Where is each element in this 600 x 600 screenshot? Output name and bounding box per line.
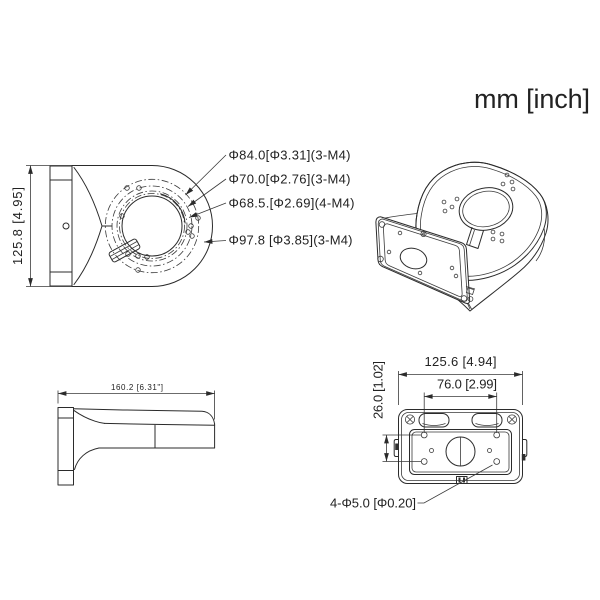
arm-fairing-lines bbox=[73, 167, 103, 285]
side-length-dimension: 160.2 [6.31"] bbox=[57, 383, 216, 420]
rear-width-dimension: 125.6 [4.94] bbox=[398, 354, 523, 405]
side-length-dim-text: 160.2 [6.31"] bbox=[111, 383, 163, 392]
camera-opening bbox=[121, 195, 183, 257]
rear-hole-spacing-dim-text: 76.0 [2.99] bbox=[437, 377, 497, 392]
diameter-callout-4: Φ97.8 [Φ3.85](3-M4) bbox=[229, 233, 353, 248]
rear-corner-screw-right bbox=[506, 414, 517, 425]
mount-body-outline bbox=[71, 165, 213, 287]
rear-clip-left bbox=[393, 439, 399, 457]
side-view: 160.2 [6.31"] bbox=[57, 383, 216, 486]
rear-corner-screw-left bbox=[404, 414, 415, 425]
rear-hole-spacing-dimension: 76.0 [2.99] bbox=[423, 377, 498, 433]
front-view: 125.8 [4.95] bbox=[10, 148, 355, 287]
rear-slot-left bbox=[418, 413, 450, 428]
plate-latch bbox=[465, 286, 476, 310]
rear-hole-offset-dim-text: 26.0 [1.02] bbox=[371, 361, 386, 419]
rear-slot-right bbox=[471, 413, 503, 428]
diameter-callouts: Φ84.0[Φ3.31](3-M4) Φ70.0[Φ2.76](3-M4) Φ6… bbox=[185, 148, 355, 248]
front-screw-holes bbox=[119, 185, 201, 273]
diameter-callout-3: Φ68.5.[Φ2.69](4-M4) bbox=[229, 196, 355, 211]
plate-screw-hole bbox=[62, 222, 70, 230]
top-opening bbox=[458, 187, 514, 231]
rear-width-dim-text: 125.6 [4.94] bbox=[425, 354, 497, 369]
mounting-plate-3d bbox=[375, 216, 476, 310]
rear-bottom-notch bbox=[456, 476, 468, 484]
plate-cable-hole bbox=[399, 247, 428, 270]
rear-mounting-holes bbox=[420, 431, 501, 465]
bolt-circle-70 bbox=[116, 190, 188, 262]
mounting-holes-callout: 4-Φ5.0 [Φ0.20] bbox=[330, 464, 493, 511]
rear-small-holes bbox=[429, 448, 492, 453]
wall-plate-front bbox=[49, 165, 73, 287]
rear-clip-right bbox=[521, 439, 528, 461]
mounting-holes-callout-text: 4-Φ5.0 [Φ0.20] bbox=[330, 496, 416, 511]
units-label: mm [inch] bbox=[474, 84, 590, 114]
opening-notch bbox=[466, 227, 484, 249]
plate-holes bbox=[386, 230, 459, 279]
diameter-callout-1: Φ84.0[Φ3.31](3-M4) bbox=[229, 148, 351, 163]
cable-tab bbox=[108, 238, 141, 263]
bolt-circle-84 bbox=[111, 185, 193, 267]
bolt-circle-97 bbox=[104, 178, 200, 274]
perspective-view bbox=[375, 161, 549, 312]
rear-inner-plate bbox=[409, 429, 512, 475]
rear-hole-offset-dimension: 26.0 [1.02] bbox=[371, 361, 422, 462]
wall-plate-side bbox=[57, 407, 74, 486]
diameter-callout-2: Φ70.0[Φ2.76](3-M4) bbox=[229, 172, 351, 187]
top-face-holes bbox=[441, 172, 516, 244]
bolt-circle-68 bbox=[119, 193, 185, 259]
front-height-dim-text: 125.8 [4.95] bbox=[10, 187, 25, 265]
adapter-arc bbox=[160, 193, 186, 224]
side-outline bbox=[57, 407, 216, 486]
rear-outline bbox=[393, 409, 528, 484]
rear-view: 125.6 [4.94] 76.0 [2.99] 26.0 [1.02] bbox=[330, 354, 528, 511]
plate-corner-screws bbox=[377, 221, 468, 302]
